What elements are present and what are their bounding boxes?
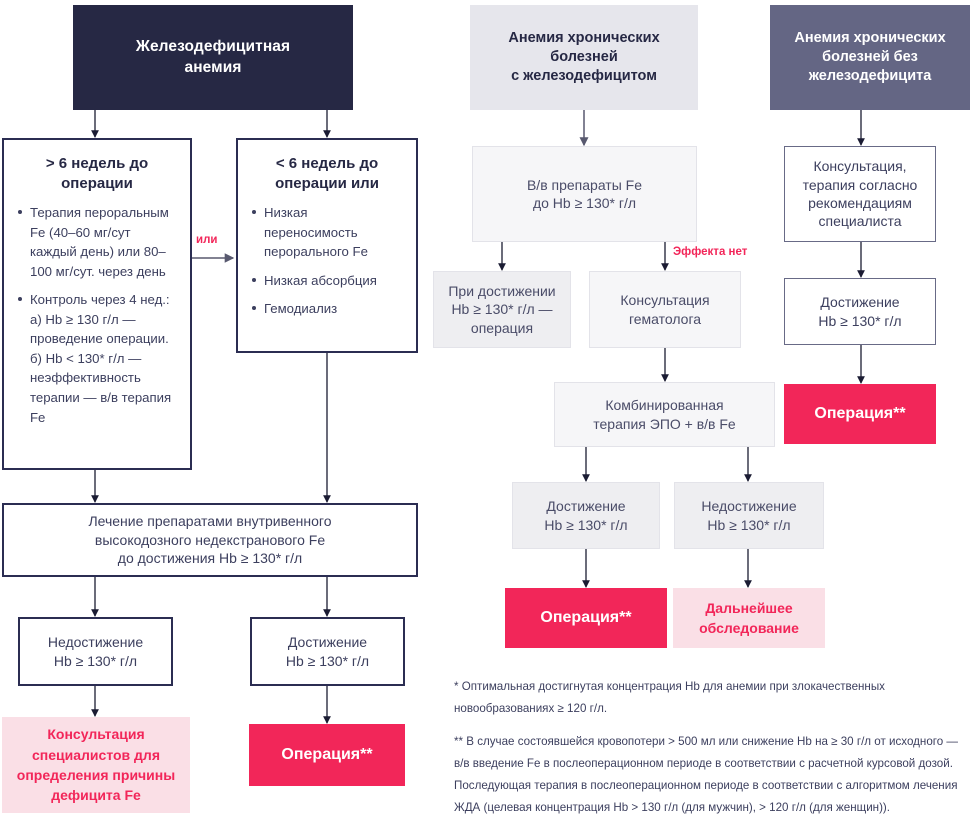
ida-res-fail-l1: Консультация (47, 726, 145, 743)
acdno-cons-l2: терапия согласно (802, 176, 918, 193)
acdid-ok-l1: Достижение (546, 498, 626, 515)
box-more-than-6-weeks-title: > 6 недель до операции (16, 154, 178, 194)
header-acdno-l2: болезней без (822, 48, 918, 65)
box-less-than-6-weeks-bullets: Низкая переносимость перорального Fe Низ… (250, 203, 404, 319)
box-hematologist-consult[interactable]: Консультация гематолога (589, 271, 741, 348)
ida-ok-l1: Достижение (287, 634, 368, 651)
comb-l2: терапия ЭПО + в/в Fe (593, 415, 736, 432)
acdno-cons-l4: специалиста (818, 213, 902, 230)
header-acdid-l1: Анемия хронических (508, 29, 660, 46)
header-acd-with-iron-deficiency: Анемия хронических болезней с железодефи… (470, 5, 698, 110)
box-acdid-outcome-ok[interactable]: Достижение Hb ≥ 130* г/л (512, 482, 660, 549)
box-acdno-outcome-ok[interactable]: Достижение Hb ≥ 130* г/л (784, 278, 936, 345)
ida-res-ok-l1: Операция** (281, 746, 373, 764)
box-ida-result-operation[interactable]: Операция** (249, 724, 405, 786)
box-more-than-6-weeks[interactable]: > 6 недель до операции Терапия пероральн… (2, 138, 192, 470)
header-iron-deficiency-anemia: Железодефицитная анемия (73, 5, 353, 110)
box-less-than-6-weeks-title: < 6 недель до операции или (250, 154, 404, 194)
box-ida-outcome-fail[interactable]: Недостижение Hb ≥ 130* г/л (18, 617, 173, 686)
list-item: Низкая переносимость перорального Fe (250, 203, 404, 262)
iv-treat-l3: до достижения Hb ≥ 130* г/л (117, 550, 303, 567)
acdid-res-fail-l2: обследование (699, 620, 799, 636)
box-iv-fe-preparations[interactable]: В/в препараты Fe до Hb ≥ 130* г/л (472, 146, 697, 242)
footnote-asterisk: * Оптимальная достигнутая концентрация H… (454, 680, 885, 716)
ida-long-title-l1: > 6 недель до (45, 155, 149, 172)
acdid-res-ok-l1: Операция** (540, 609, 632, 627)
box-on-reaching-target-operation[interactable]: При достижении Hb ≥ 130* г/л — операция (433, 271, 571, 348)
ida-ok-l2: Hb ≥ 130* г/л (285, 652, 370, 669)
acdid-succ-l3: операция (470, 319, 534, 336)
acdno-ok-l2: Hb ≥ 130* г/л (818, 312, 902, 329)
box-acdid-outcome-fail[interactable]: Недостижение Hb ≥ 130* г/л (674, 482, 824, 549)
iv-treat-l1: Лечение препаратами внутривенного (88, 513, 332, 530)
acdid-succ-l1: При достижении (448, 282, 556, 299)
footnote-double-asterisk: ** В случае состоявшейся кровопотери > 5… (454, 734, 958, 815)
edge-label-no-effect: Эффекта нет (673, 246, 748, 258)
list-item: Гемодиализ (250, 299, 404, 319)
header-acdno-l1: Анемия хронических (794, 29, 946, 46)
ida-short-title-l2: операции или (275, 175, 379, 193)
hema-l2: гематолога (628, 310, 702, 327)
header-ida-line1: Железодефицитная (135, 38, 291, 56)
ida-res-fail-l4: дефицита Fe (51, 787, 141, 804)
box-less-than-6-weeks[interactable]: < 6 недель до операции или Низкая перено… (236, 138, 418, 353)
acdid-succ-l2: Hb ≥ 130* г/л — (451, 301, 553, 318)
ida-fail-l2: Hb ≥ 130* г/л (53, 652, 138, 669)
acdid-fail-l1: Недостижение (701, 498, 797, 515)
iv-fe-l1: В/в препараты Fe (526, 176, 643, 193)
iv-treat-l2: высокодозного недекстранового Fe (94, 531, 326, 548)
hema-l1: Консультация (620, 292, 710, 309)
acdno-ok-l1: Достижение (820, 294, 900, 311)
ida-res-fail-l2: специалистов для (32, 746, 160, 763)
footnotes: * Оптимальная достигнутая концентрация H… (454, 676, 962, 820)
acdno-res-ok-l1: Операция** (814, 405, 906, 423)
ida-short-title-l1: < 6 недель до (275, 155, 379, 172)
box-acdid-result-operation[interactable]: Операция** (505, 588, 667, 648)
box-acdno-result-operation[interactable]: Операция** (784, 384, 936, 444)
header-acd-without-iron-deficiency: Анемия хронических болезней без железоде… (770, 5, 970, 110)
box-iv-high-dose-treatment[interactable]: Лечение препаратами внутривенного высоко… (2, 503, 418, 577)
box-more-than-6-weeks-bullets: Терапия пероральным Fe (40–60 мг/сут каж… (16, 203, 178, 427)
list-item: Контроль через 4 нед.: а) Hb ≥ 130 г/л —… (16, 290, 178, 427)
header-ida-line2: анемия (184, 58, 242, 76)
list-item: Низкая абсорбция (250, 271, 404, 291)
box-specialist-consultation-therapy[interactable]: Консультация, терапия согласно рекоменда… (784, 146, 936, 242)
acdid-ok-l2: Hb ≥ 130* г/л (544, 516, 628, 533)
acdid-res-fail-l1: Дальнейшее (705, 599, 793, 616)
acdid-fail-l2: Hb ≥ 130* г/л (707, 516, 791, 533)
box-acdid-result-further-examination[interactable]: Дальнейшее обследование (673, 588, 825, 648)
list-item: Терапия пероральным Fe (40–60 мг/сут каж… (16, 203, 178, 281)
ida-fail-l1: Недостижение (47, 634, 144, 651)
comb-l1: Комбинированная (605, 397, 724, 414)
ida-res-fail-l3: определения причины (16, 767, 176, 783)
header-acdid-l2: болезней (550, 48, 618, 65)
box-combined-epo-iv-fe-therapy[interactable]: Комбинированная терапия ЭПО + в/в Fe (554, 382, 775, 447)
edge-label-or: или (196, 234, 218, 246)
acdno-cons-l3: рекомендациям (808, 195, 912, 211)
ida-long-title-l2: операции (61, 175, 133, 193)
box-ida-outcome-ok[interactable]: Достижение Hb ≥ 130* г/л (250, 617, 405, 686)
header-acdno-l3: железодефицита (808, 68, 932, 85)
header-acdid-l3: с железодефицитом (511, 68, 657, 85)
iv-fe-l2: до Hb ≥ 130* г/л (532, 195, 637, 211)
box-ida-result-specialist-consult[interactable]: Консультация специалистов для определени… (2, 717, 190, 813)
acdno-cons-l1: Консультация, (813, 158, 907, 175)
